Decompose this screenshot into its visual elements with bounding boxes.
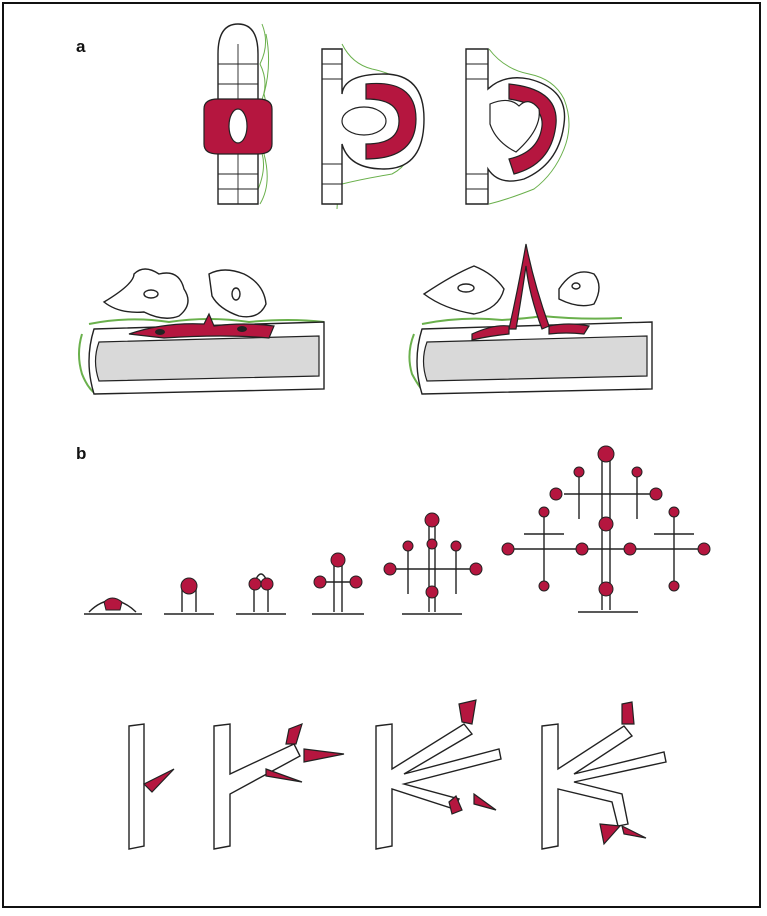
tip-cells [104, 598, 122, 610]
vessel-early-sprout [79, 269, 324, 394]
tip-cells [144, 769, 174, 792]
tip-cells [459, 700, 476, 724]
nucleus [155, 329, 165, 335]
tube-lumen [229, 109, 247, 143]
tip-cells [632, 467, 642, 477]
branching-stage-4 [312, 553, 364, 614]
tip-cells [425, 513, 439, 527]
branch [394, 524, 472, 614]
sprout-stage-1 [129, 724, 174, 849]
tip-cells [599, 582, 613, 596]
vessel-late-sprout [409, 244, 652, 394]
tip-cells [622, 826, 646, 838]
tip-cells [669, 581, 679, 591]
tip-cells [427, 539, 437, 549]
tip-cells [331, 553, 345, 567]
tip-cells [669, 507, 679, 517]
nucleus [232, 288, 240, 300]
nucleus [458, 284, 474, 292]
tip-cells [129, 314, 274, 338]
tip-cells [384, 563, 396, 575]
tip-cells [426, 586, 438, 598]
tip-cells [598, 446, 614, 462]
tip-cells [550, 488, 562, 500]
sprout-stage-4 [542, 702, 666, 849]
tip-cells [266, 769, 302, 782]
tip-cells [261, 578, 273, 590]
tube-straight [204, 24, 272, 204]
tip-cells [600, 824, 620, 844]
vessel-wall [376, 724, 501, 849]
figure-frame: a b [2, 2, 761, 908]
branching-stage-1 [84, 598, 142, 614]
tube-heart [466, 49, 569, 204]
tip-cells [474, 794, 496, 810]
branching-stage-6 [502, 446, 710, 612]
tip-cells [574, 467, 584, 477]
tip-cells [549, 324, 589, 334]
branching-stage-2 [164, 578, 214, 614]
tip-cells [451, 541, 461, 551]
branch [236, 574, 286, 614]
vessel-wall [129, 724, 144, 849]
nucleus [237, 326, 247, 332]
tube-bulge [322, 44, 424, 209]
tip-cells [403, 541, 413, 551]
sprout-stage-2 [214, 724, 344, 849]
tip-cells [624, 543, 636, 555]
tip-cells [650, 488, 662, 500]
branching-stage-3 [236, 574, 286, 614]
tip-cells [576, 543, 588, 555]
tip-cells [698, 543, 710, 555]
tip-cells [286, 724, 302, 744]
tube-lumen [342, 107, 386, 135]
vessel-lumen [96, 336, 320, 381]
tip-cells [181, 578, 197, 594]
tip-cells [622, 702, 634, 724]
tip-cells [539, 581, 549, 591]
tip-cells [502, 543, 514, 555]
tip-cells [304, 749, 344, 762]
vessel-lumen [424, 336, 648, 381]
sprout-stage-3 [376, 700, 501, 849]
tip-cells [509, 244, 549, 329]
tip-cells [599, 517, 613, 531]
diagram-canvas [4, 4, 759, 906]
tip-cells [470, 563, 482, 575]
tip-cells [539, 507, 549, 517]
tip-cells [314, 576, 326, 588]
nucleus [144, 290, 158, 298]
branching-stage-5 [384, 513, 482, 614]
tip-cells [249, 578, 261, 590]
branch [312, 564, 364, 614]
nucleus [572, 283, 580, 289]
tip-cells [350, 576, 362, 588]
